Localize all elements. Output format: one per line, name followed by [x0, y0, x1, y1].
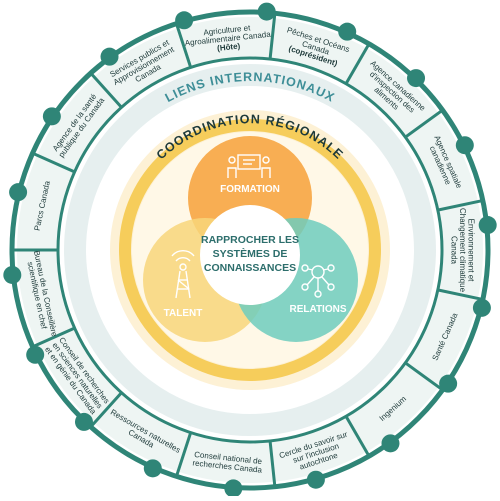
segment-divider: [345, 416, 370, 456]
segment-divider: [345, 44, 370, 84]
ring-node: [381, 434, 400, 453]
partner-name-line: Canada: [450, 236, 459, 265]
ring-node: [478, 216, 497, 235]
people-at-board-icon: [227, 154, 271, 178]
segment-divider: [175, 25, 192, 67]
partner-name-line: Changement climatique: [458, 208, 467, 293]
ring-node: [455, 136, 474, 155]
ring-node: [100, 47, 119, 66]
segment-divider: [33, 327, 75, 348]
segment-divider: [33, 152, 75, 173]
segment-divider: [405, 362, 442, 390]
segment-divider: [268, 441, 277, 485]
partner-name-line: Environnement et: [467, 219, 476, 282]
ring-node: [26, 345, 45, 364]
ring-node: [439, 374, 458, 393]
segment-divider: [90, 73, 122, 108]
center-line-3: CONNAISSANCES: [204, 262, 296, 274]
ring-node: [224, 479, 243, 498]
center-line-2: SYSTÈMES DE: [213, 247, 288, 260]
segment-divider: [438, 288, 482, 301]
partner-role: (Hôte): [217, 41, 241, 52]
outer-ring-dark: [9, 9, 491, 491]
ring-node: [143, 459, 162, 478]
talent-label: TALENT: [164, 308, 203, 319]
segment-divider: [175, 433, 192, 475]
radio-tower-icon: [171, 250, 195, 299]
ring-node: [74, 412, 93, 431]
regional-band-yellow: [119, 119, 381, 381]
ring-node: [257, 2, 276, 21]
network-people-icon: [301, 264, 335, 298]
segment-divider: [268, 15, 277, 59]
ring-node: [472, 298, 491, 317]
center-circle: [200, 205, 300, 305]
ring-node: [306, 470, 325, 489]
ring-node: [42, 107, 61, 126]
segment-divider: [90, 392, 122, 427]
formation-label: FORMATION: [220, 184, 280, 195]
ring-node: [9, 183, 28, 202]
ring-node: [338, 22, 357, 41]
ring-node: [3, 265, 22, 284]
international-band: [64, 64, 436, 436]
segment-divider: [405, 110, 442, 138]
inner-ring-dark: [56, 56, 444, 444]
center-line-1: RAPPROCHER LES: [201, 234, 299, 246]
venn-diagram: [143, 136, 358, 342]
ring-node: [175, 11, 194, 30]
segment-divider: [438, 199, 482, 212]
relations-label: RELATIONS: [289, 304, 346, 315]
ring-node: [407, 69, 426, 88]
